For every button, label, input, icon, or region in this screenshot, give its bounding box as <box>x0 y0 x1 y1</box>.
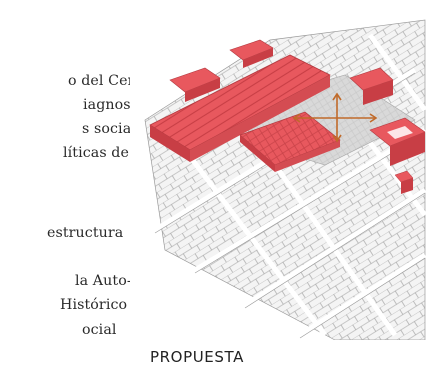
proposal-buildings-east <box>349 67 426 194</box>
body-text-line: estructura <box>47 225 124 241</box>
body-text-line: iagnosticó <box>83 97 130 113</box>
body-text-line: la Auto- <box>75 273 130 289</box>
body-text-line: s sociales, <box>82 121 130 137</box>
proposal-block-center <box>239 111 341 172</box>
body-text-line: ocial <box>82 322 117 338</box>
proposal-buildings-north <box>169 39 274 102</box>
market-hall <box>149 54 331 162</box>
figure-caption: PROPUESTA <box>150 348 244 366</box>
circulation-arrows <box>292 92 378 143</box>
urban-proposal-illustration <box>144 19 428 340</box>
body-text-column: o del Cen- iagnosticó s sociales, lítica… <box>0 0 130 374</box>
body-text-line: o del Cen- <box>68 73 130 89</box>
body-text-line: líticas de <box>63 145 129 161</box>
body-text-line: Histórico <box>60 297 128 313</box>
